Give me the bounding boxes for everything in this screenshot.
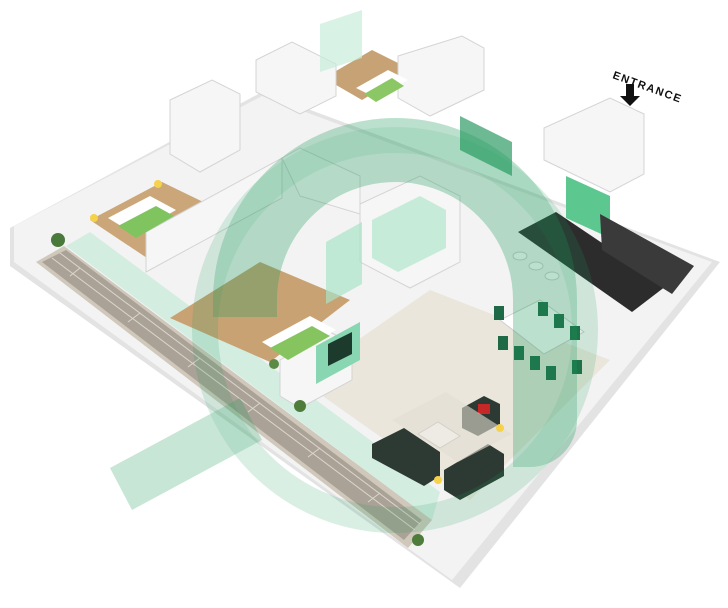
master-bed-cover — [270, 326, 330, 360]
plant-3 — [412, 534, 424, 546]
kitchen-cabinets — [566, 176, 610, 238]
glass-partition-1 — [326, 222, 362, 304]
watermark-logo-icon — [110, 118, 598, 533]
bathtub — [372, 196, 446, 272]
terrace-checker-lines — [51, 252, 421, 531]
plant-1 — [51, 233, 65, 247]
tv-screen — [328, 332, 352, 366]
plant-4 — [269, 359, 279, 369]
kitchen-counter — [518, 212, 666, 312]
entrance-arrow-icon — [620, 84, 640, 106]
sofa-right — [444, 444, 504, 500]
plant-2 — [294, 400, 306, 412]
terrace-checker — [42, 250, 422, 540]
lamp-1 — [90, 214, 98, 222]
kitchen-wall-counter — [600, 214, 694, 294]
bedroom-2-floor — [324, 50, 412, 100]
glass-balustrade — [66, 232, 440, 520]
rug — [392, 392, 512, 462]
glass-partition-3 — [320, 10, 362, 72]
lamp-2 — [154, 180, 162, 188]
entrance-label: ENTRANCE — [611, 70, 684, 106]
bar-stools — [512, 251, 560, 281]
dining-table — [499, 299, 585, 355]
armchair-cushion — [478, 404, 490, 414]
dining-chairs — [494, 302, 582, 380]
bed-1-cover — [118, 206, 174, 238]
bed-2-cover — [364, 78, 404, 102]
lamp-3 — [434, 476, 442, 484]
lamp-4 — [496, 424, 504, 432]
sofa-left — [372, 428, 440, 486]
master-bedroom-floor — [170, 262, 350, 362]
glass-partition-2 — [460, 116, 512, 176]
